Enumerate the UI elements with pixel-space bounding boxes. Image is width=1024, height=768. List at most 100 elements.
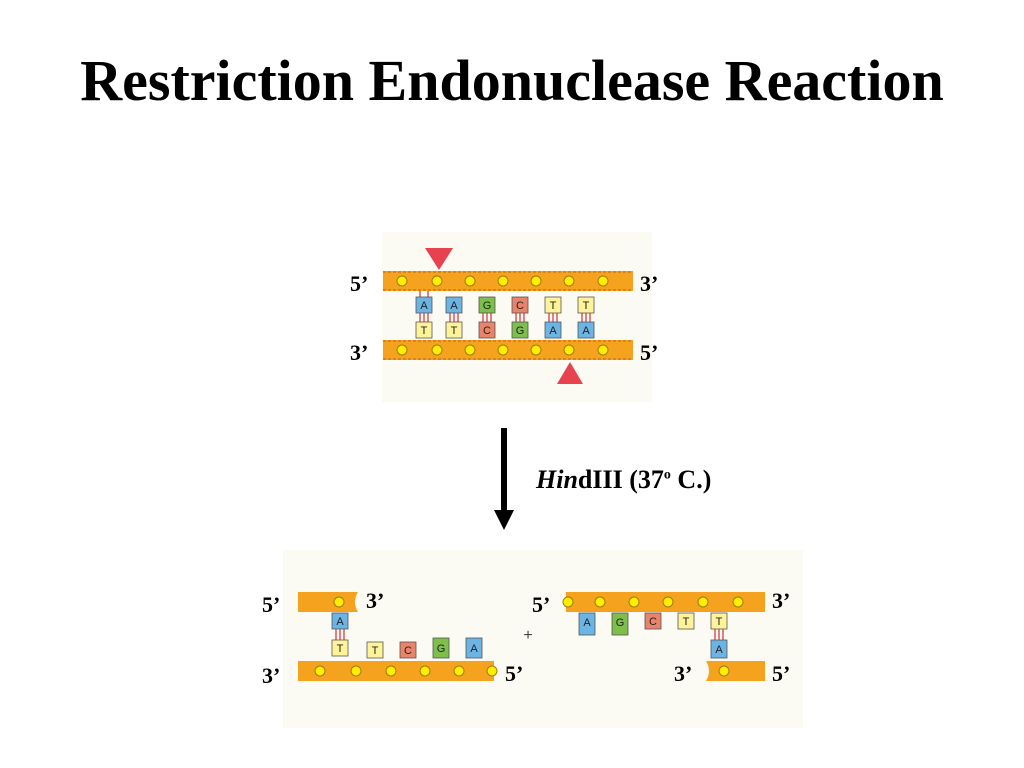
backbone-node [732,596,744,608]
backbone-node [563,275,575,287]
backbone-node [597,275,609,287]
intact-bottom-right-label: 5’ [640,340,659,365]
reaction-arrow [494,428,514,530]
backbone-node [530,275,542,287]
backbone-node [562,596,574,608]
base-letter: A [549,325,557,337]
base-top [578,612,596,636]
base-bottom [445,321,463,339]
backbone-node [314,665,326,677]
base-letter: T [451,325,458,337]
base-letter: C [649,616,657,628]
base-letter: C [404,645,412,657]
frag-left-bottom-left-label: 3’ [262,663,281,688]
base-letter: A [470,643,478,655]
cut-fragments-panel [283,550,803,728]
base-pair: T A [577,296,595,339]
fragment-right: A G C T T A [562,592,765,681]
base-bottom [399,641,417,659]
fragment-left: A T T C G A [298,592,498,681]
bottom-cut-marker [557,362,583,384]
backbone-node [497,344,509,356]
overhang-base: G [611,612,629,636]
base-letter: T [337,643,344,655]
base-letter: T [683,616,690,628]
backbone-node [333,596,345,608]
frag-right-top-right-label: 3’ [772,588,791,613]
intact-dna: A T A T G C C G T [383,248,633,384]
base-letter: A [583,617,591,629]
intact-bottom-left-label: 3’ [350,340,369,365]
base-letter: A [715,644,723,656]
overhang-base: G [432,637,450,659]
base-letter: T [550,300,557,312]
base-top [544,296,562,314]
base-letter: G [437,643,446,655]
backbone-node [486,665,498,677]
base-bottom [511,321,529,339]
overhang-base: C [644,612,662,630]
overhang-base: C [399,641,417,659]
backbone-node [385,665,397,677]
base-letter: C [516,300,524,312]
backbone-node [419,665,431,677]
plus-sign: + [523,627,532,644]
enzyme-label: HindIII (37o C.) [536,465,711,495]
base-letter: T [583,300,590,312]
base-letter: G [516,325,525,337]
base-pair: T A [544,296,562,339]
backbone-node [431,275,443,287]
backbone-node [530,344,542,356]
base-pair: C G [511,296,529,339]
base-top [644,612,662,630]
bottom-backbone-nodes [396,344,609,356]
backbone-node [594,596,606,608]
base-letter: T [372,645,379,657]
intact-top-left-label: 5’ [350,271,369,296]
backbone-node [497,275,509,287]
degree-superscript: o [663,467,671,483]
overhang-base: A [578,612,596,636]
fragment-left-top-backbone [298,592,358,612]
base-pair: A T [415,291,433,339]
overhang-base: T [677,612,695,630]
base-letter: T [421,325,428,337]
backbone-node [464,275,476,287]
base-top [511,296,529,314]
backbone-node [718,665,730,677]
base-letter: C [483,325,491,337]
base-pair: A T [445,296,463,339]
backbone-node [628,596,640,608]
page-title: Restriction Endonuclease Reaction [80,48,944,113]
enzyme-temp-close: C.) [670,465,712,494]
frag-left-top-right-label: 3’ [366,588,385,613]
intact-top-right-label: 3’ [640,271,659,296]
backbone-node [431,344,443,356]
base-bottom [478,321,496,339]
backbone-node [697,596,709,608]
top-cut-marker [425,248,453,270]
enzyme-name-italic: Hin [536,465,578,494]
frag-right-top-left-label: 5’ [532,592,551,617]
frag-right-bottom-left-label: 3’ [674,661,693,686]
backbone-node [350,665,362,677]
base-letter: A [450,300,458,312]
base-bottom [465,637,483,659]
overhang-base: A [465,637,483,659]
enzyme-name-rest: dIII [577,465,623,494]
enzyme-temp-open: (37 [622,465,664,494]
backbone-node [563,344,575,356]
backbone-node [453,665,465,677]
base-letter: A [582,325,590,337]
base-top [478,296,496,314]
backbone-node [396,275,408,287]
base-top [577,296,595,314]
base-letter: G [483,300,492,312]
frag-left-top-left-label: 5’ [262,592,281,617]
base-letter: G [616,617,625,629]
base-pair: A T [331,612,349,657]
base-top [677,612,695,630]
base-top [611,612,629,636]
backbone-node [597,344,609,356]
